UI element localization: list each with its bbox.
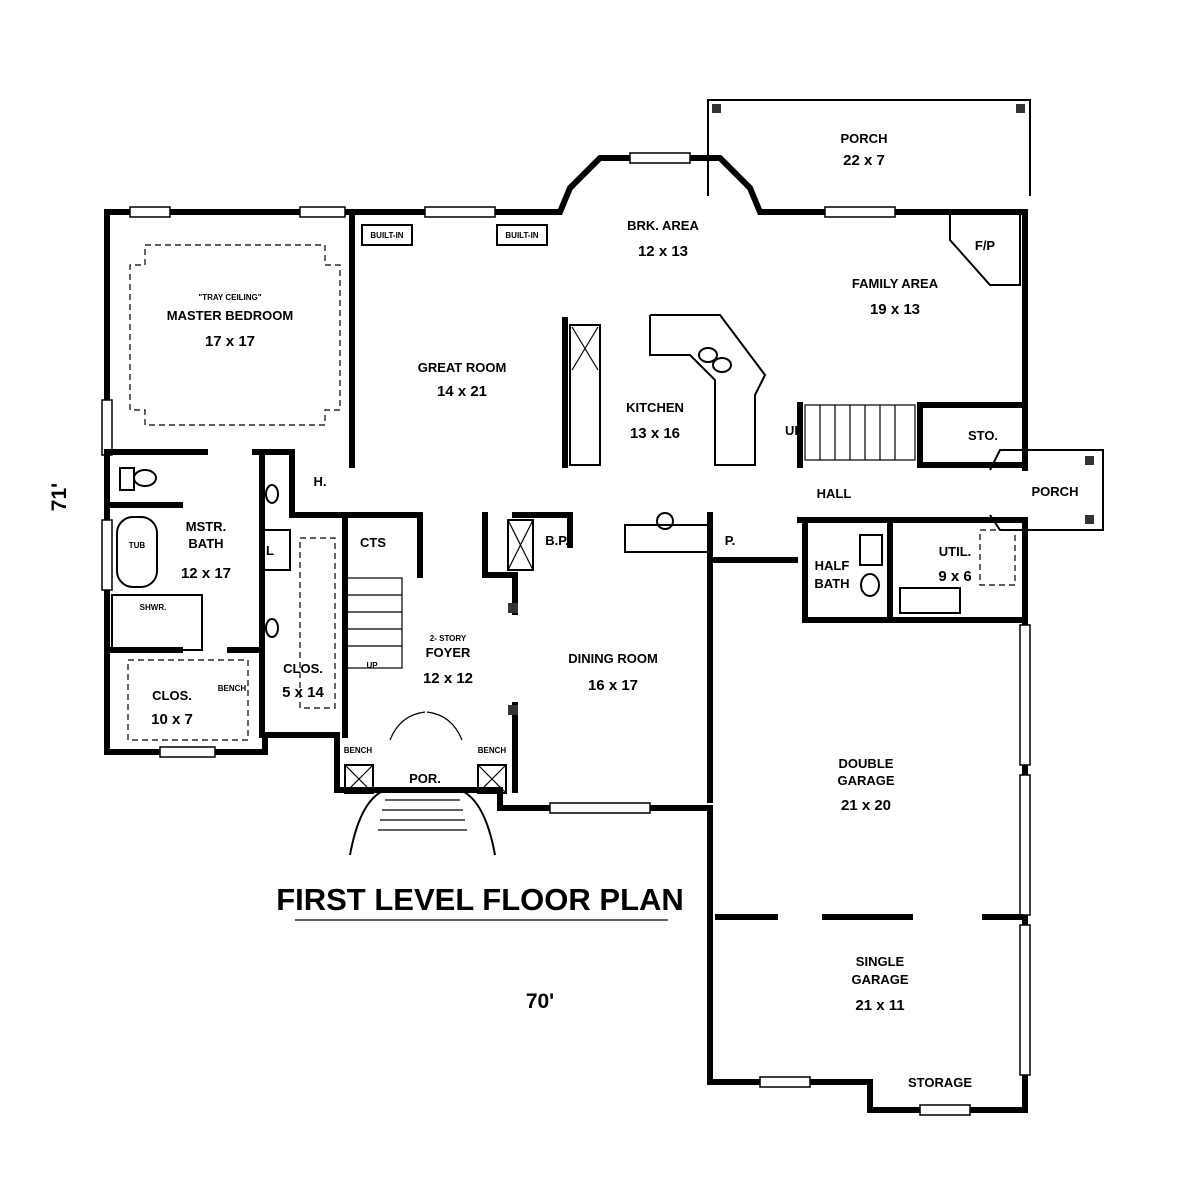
bp-label: B.P. — [545, 533, 569, 548]
single-garage-size: 21 x 11 — [855, 997, 904, 1014]
master-bedroom-size: 17 x 17 — [205, 333, 255, 350]
double-garage-size: 21 x 20 — [841, 797, 891, 814]
fireplace-label: F/P — [975, 238, 996, 253]
hall-small-label: H. — [314, 474, 327, 489]
clos-large-size: 10 x 7 — [151, 711, 193, 728]
front-porch-label: POR. — [409, 771, 441, 786]
family-area-name: FAMILY AREA — [852, 276, 939, 291]
depth-dimension: 71' — [48, 483, 71, 511]
side-porch-label: PORCH — [1032, 484, 1079, 499]
mstr-bath-name-1: MSTR. — [186, 519, 226, 534]
clos-large-name: CLOS. — [152, 688, 192, 703]
foyer-stair-up-label: UP — [366, 661, 378, 670]
great-room-size: 14 x 21 — [437, 383, 487, 400]
bench-label: BENCH — [218, 684, 247, 693]
clos-small-size: 5 x 14 — [282, 684, 324, 701]
mstr-bath-name-2: BATH — [188, 536, 223, 551]
kitchen-size: 13 x 16 — [630, 425, 680, 442]
rear-porch-name: PORCH — [841, 131, 888, 146]
interior-walls — [104, 209, 1028, 920]
brk-area-size: 12 x 13 — [638, 243, 688, 260]
double-garage-name-1: DOUBLE — [839, 756, 894, 771]
linen-label: L — [266, 543, 274, 558]
storage-label: STORAGE — [908, 1075, 972, 1090]
cts-label: CTS — [360, 535, 386, 550]
windows — [101, 152, 1031, 1116]
foyer-name: FOYER — [426, 645, 471, 660]
storage-closet-label: STO. — [968, 428, 998, 443]
tub-label: TUB — [129, 541, 146, 550]
mstr-bath-size: 12 x 17 — [181, 565, 231, 582]
dining-room-size: 16 x 17 — [588, 677, 638, 694]
shelf-right-label: BENCH — [478, 746, 507, 755]
shelf-left-label: BENCH — [344, 746, 373, 755]
single-garage-name-1: SINGLE — [856, 954, 905, 969]
width-dimension: 70' — [526, 990, 554, 1013]
great-room-name: GREAT ROOM — [418, 360, 507, 375]
family-area-size: 19 x 13 — [870, 301, 920, 318]
master-bedroom-name: MASTER BEDROOM — [167, 308, 293, 323]
plan-title: FIRST LEVEL FLOOR PLAN — [276, 882, 684, 917]
brk-area-name: BRK. AREA — [627, 218, 699, 233]
pantry-label: P. — [725, 533, 736, 548]
foyer-size: 12 x 12 — [423, 670, 473, 687]
tray-ceiling-note: "TRAY CEILING" — [198, 293, 261, 302]
kitchen-name: KITCHEN — [626, 400, 684, 415]
util-name: UTIL. — [939, 544, 972, 559]
half-bath-name-2: BATH — [814, 576, 849, 591]
util-size: 9 x 6 — [938, 568, 971, 585]
built-in-right-label: BUILT-IN — [505, 231, 538, 240]
half-bath-name-1: HALF — [815, 558, 850, 573]
built-in-left-label: BUILT-IN — [370, 231, 403, 240]
clos-small-name: CLOS. — [283, 661, 323, 676]
single-garage-name-2: GARAGE — [851, 972, 908, 987]
double-garage-name-2: GARAGE — [837, 773, 894, 788]
side-porch — [989, 449, 1104, 531]
dining-room-name: DINING ROOM — [568, 651, 658, 666]
stairs-up-label: UP — [785, 423, 803, 438]
hall-label: HALL — [817, 486, 852, 501]
rear-porch — [707, 99, 1031, 196]
shower-label: SHWR. — [140, 603, 167, 612]
rear-porch-size: 22 x 7 — [843, 152, 885, 169]
foyer-note: 2- STORY — [430, 634, 467, 643]
